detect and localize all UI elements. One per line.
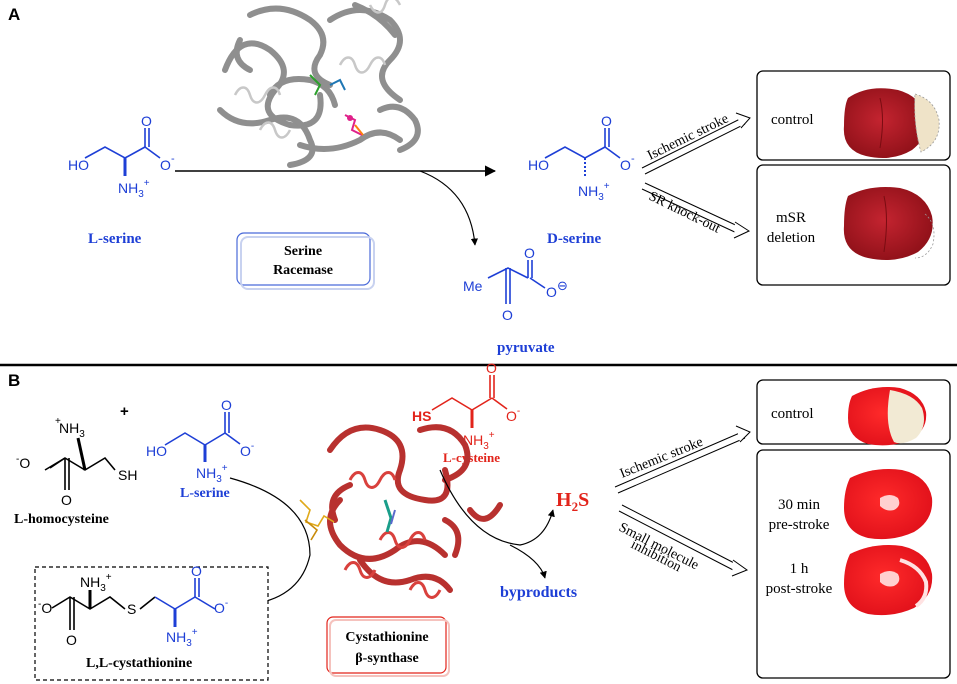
pyruvate-structure xyxy=(487,260,546,304)
l-serine-structure-a xyxy=(84,128,161,176)
cystathionine-s: S xyxy=(127,601,136,617)
ischemic-stroke-arrow-b xyxy=(614,425,751,494)
l-serine-structure-b xyxy=(164,412,241,462)
d-minus-sign: - xyxy=(631,153,635,165)
serine-racemase-box xyxy=(236,232,371,286)
plus-sign: + xyxy=(120,403,129,420)
byproducts-arrow xyxy=(509,544,547,579)
homocysteine-plus: + xyxy=(55,416,61,427)
ischemic-stroke-label-b: Ischemic stroke xyxy=(618,435,705,482)
brain-slice-post-stroke xyxy=(844,545,933,616)
homocysteine-o-minus: -O xyxy=(16,454,30,471)
brain-slice-control-b xyxy=(848,387,927,446)
l-homocysteine-label: L-homocysteine xyxy=(14,512,109,527)
d-serine-structure xyxy=(544,128,621,178)
one-hour-label: 1 h xyxy=(790,561,809,577)
small-molecule-inhibition-arrow xyxy=(618,504,749,577)
pyruvate-label: pyruvate xyxy=(497,340,555,356)
cysteine-nh3: NH3+ xyxy=(463,430,495,452)
l-serine-label-a: L-serine xyxy=(88,231,142,247)
brain-slice-pre-stroke xyxy=(844,469,933,540)
cystathionine-structure-blue xyxy=(154,578,216,627)
cbs-line1: Cystathionine xyxy=(345,630,428,645)
ligand-sticks xyxy=(309,74,364,136)
l-cysteine-structure xyxy=(431,375,508,428)
brain-slice-msr-deletion xyxy=(843,187,935,260)
pre-stroke-label: pre-stroke xyxy=(769,517,830,533)
pyruvate-o-bottom: O xyxy=(502,307,513,323)
cystathionine-label: L,L-cystathionine xyxy=(86,656,192,671)
serine-racemase-line2: Racemase xyxy=(273,263,333,278)
cystathionine-o-minus-right: O- xyxy=(214,598,228,616)
brain-slice-control-a xyxy=(843,88,940,158)
o-minus-label: O xyxy=(160,157,171,173)
control-label-b: control xyxy=(771,406,814,422)
msr-label: mSR xyxy=(776,210,806,226)
panel-a-label: A xyxy=(8,5,20,24)
cbs-line2: β-synthase xyxy=(355,651,418,666)
b-o-minus-label: O- xyxy=(240,441,254,459)
sr-knockout-arrow xyxy=(641,182,751,239)
cystathionine-o: O xyxy=(66,632,77,648)
pyruvate-o-top: O xyxy=(524,245,535,261)
heme-cofactor xyxy=(299,499,396,541)
d-o-label: O xyxy=(601,113,612,129)
d-o-minus-label: O xyxy=(620,157,631,173)
cysteine-hs: HS xyxy=(412,408,431,424)
minus-sign: - xyxy=(171,153,175,165)
byproducts-label: byproducts xyxy=(500,584,577,601)
nh3-label: NH3+ xyxy=(118,178,150,200)
cystathionine-nh3: NH3+ xyxy=(80,572,112,594)
l-serine-label-b: L-serine xyxy=(180,486,230,501)
d-serine-label: D-serine xyxy=(547,231,601,247)
cystathionine-o-top: O xyxy=(191,563,202,579)
cystathionine-structure-black xyxy=(51,590,156,630)
serine-racemase-line1: Serine xyxy=(284,244,322,259)
serine-to-cystathionine-arrow xyxy=(229,477,311,608)
serine-racemase-helices xyxy=(233,0,402,139)
b-nh3-label: NH3+ xyxy=(196,463,228,485)
cysteine-to-h2s-arrow xyxy=(439,469,555,546)
me-label: Me xyxy=(463,278,483,294)
homocysteine-nh3: NH3 xyxy=(59,420,85,440)
b-o-label: O xyxy=(221,397,232,413)
d-nh3-label: NH3+ xyxy=(578,181,610,203)
cystathionine-o-minus: -O xyxy=(38,599,52,616)
pyruvate-o-minus: O xyxy=(546,284,557,300)
pyruvate-charge: ⊖ xyxy=(557,278,568,293)
control-label-a: control xyxy=(771,112,814,128)
homocysteine-sh: SH xyxy=(118,467,137,483)
thirty-min-label: 30 min xyxy=(778,497,821,513)
o-label: O xyxy=(141,113,152,129)
cysteine-o-minus: O- xyxy=(506,406,520,424)
l-homocysteine-structure xyxy=(44,437,116,490)
panel-b-label: B xyxy=(8,371,20,390)
deletion-label: deletion xyxy=(767,230,816,246)
sr-knockout-label: SR knock-out xyxy=(646,189,722,236)
cbs-helices xyxy=(343,471,442,599)
cystathionine-synthase-structure xyxy=(327,424,503,593)
b-ho-label: HO xyxy=(146,443,167,459)
cbs-box xyxy=(326,616,447,674)
ho-label: HO xyxy=(68,157,89,173)
cysteine-o: O xyxy=(486,360,497,376)
l-cysteine-label: L-cysteine xyxy=(443,450,500,465)
h2s-label: H2S xyxy=(556,489,589,514)
pyruvate-arrow xyxy=(419,170,478,246)
serine-racemase-structure xyxy=(217,2,421,168)
d-ho-label: HO xyxy=(528,157,549,173)
ischemic-stroke-arrow-a xyxy=(641,112,751,175)
homocysteine-o: O xyxy=(61,492,72,508)
cystathionine-nh3-blue: NH3+ xyxy=(166,627,198,649)
post-stroke-label: post-stroke xyxy=(766,581,833,597)
